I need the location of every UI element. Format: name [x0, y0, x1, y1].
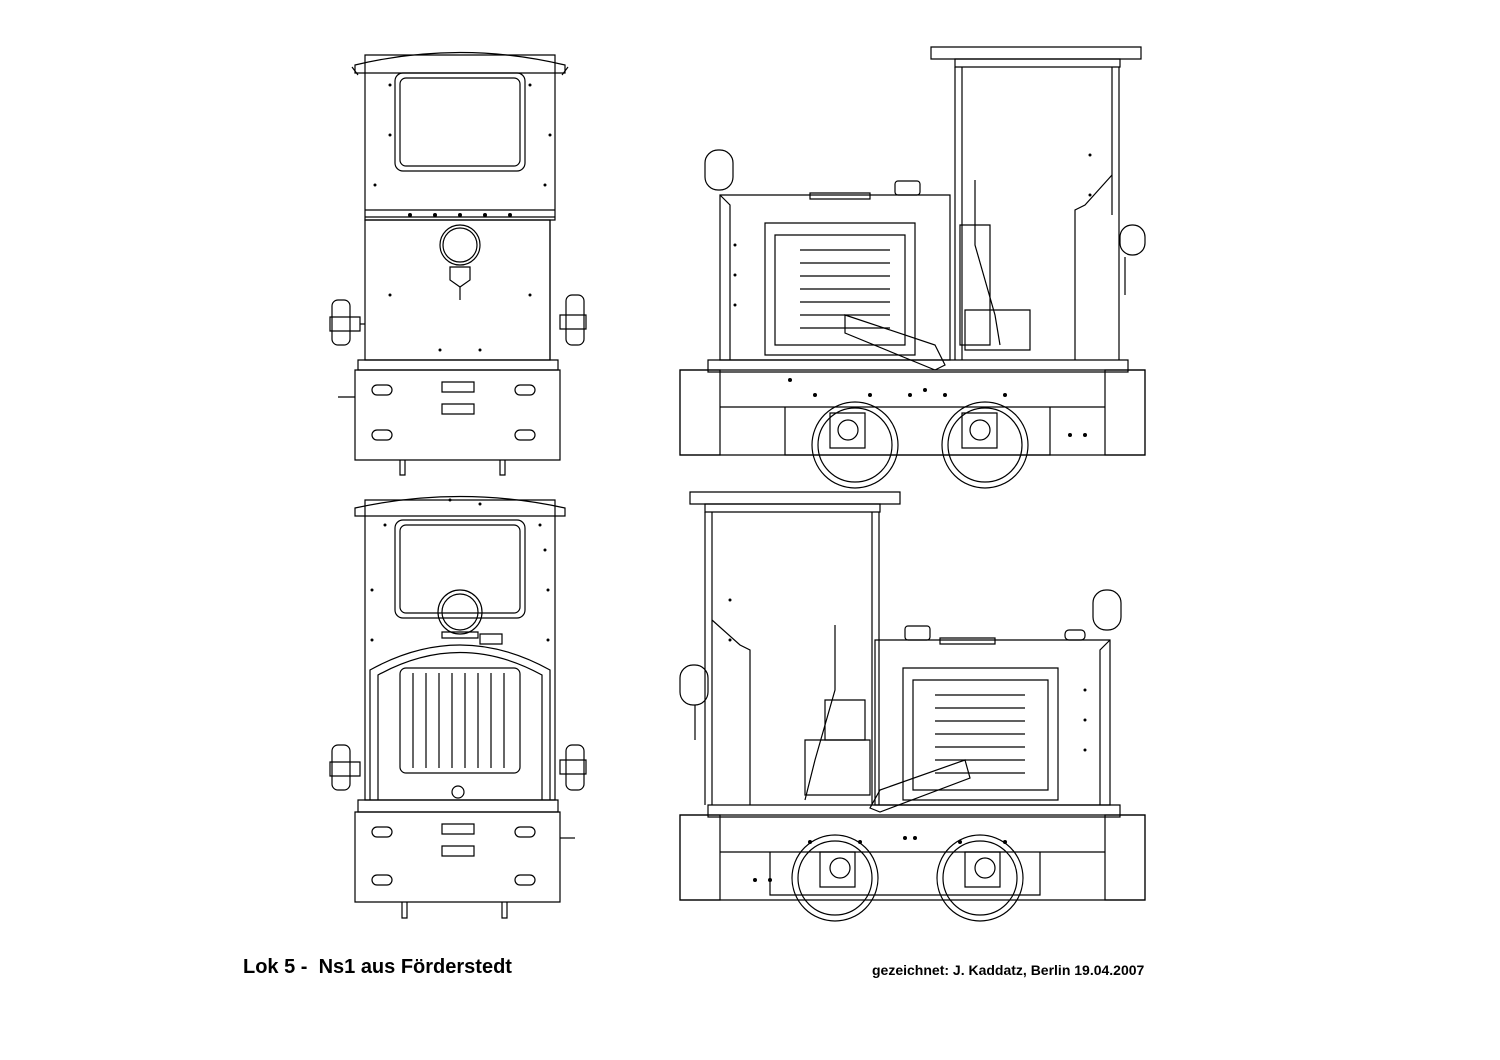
side-view-hood-left — [675, 45, 1150, 500]
end-view-hood-side — [330, 490, 590, 920]
end-view-cab-side — [330, 45, 590, 480]
drawing-title: Lok 5 - Ns1 aus Förderstedt — [243, 956, 512, 978]
drawing-credit: gezeichnet: J. Kaddatz, Berlin 19.04.200… — [872, 962, 1145, 978]
side-view-hood-right — [675, 490, 1150, 915]
